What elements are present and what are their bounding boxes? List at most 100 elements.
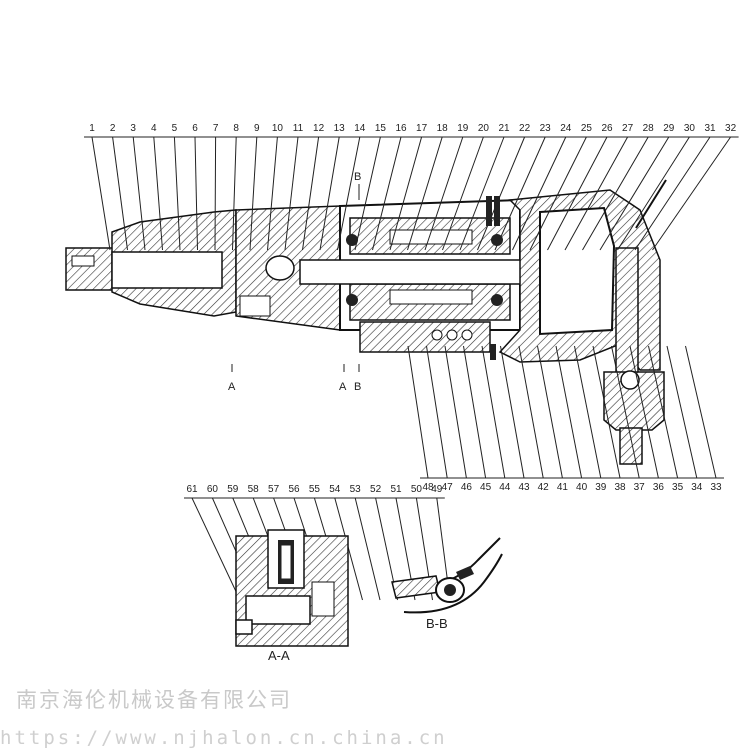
callout-top-leader bbox=[302, 136, 320, 251]
callout-bottom-leader bbox=[500, 345, 525, 479]
callout-bottom-leader bbox=[555, 345, 583, 479]
callout-top-31: 31 bbox=[704, 123, 716, 134]
callout-bottom-43: 43 bbox=[518, 482, 530, 493]
callout-top-leader bbox=[407, 136, 443, 251]
callout-bottom-46: 46 bbox=[461, 482, 473, 493]
callout-top-leader bbox=[354, 136, 381, 251]
callout-bottom-39: 39 bbox=[595, 482, 607, 493]
callout-section-49: 49 bbox=[431, 484, 443, 495]
callout-top-18: 18 bbox=[437, 123, 449, 134]
callout-section-60: 60 bbox=[207, 484, 219, 495]
callout-top-27: 27 bbox=[622, 123, 634, 134]
callout-bottom-leader bbox=[685, 345, 717, 479]
square-drive bbox=[65, 247, 115, 291]
callout-bottom-48: 48 bbox=[422, 482, 434, 493]
callout-section-53: 53 bbox=[350, 484, 362, 495]
callout-bottom-leader bbox=[481, 345, 506, 479]
callout-section-58: 58 bbox=[248, 484, 260, 495]
section-markers: A A B B bbox=[228, 171, 361, 393]
callout-top-leader bbox=[232, 136, 237, 251]
callout-top-leader bbox=[547, 136, 608, 251]
callout-section-leader bbox=[354, 497, 381, 601]
callout-top-leader bbox=[459, 136, 505, 251]
callout-bottom-44: 44 bbox=[499, 482, 511, 493]
tool-body bbox=[65, 179, 667, 465]
callout-bottom-35: 35 bbox=[672, 482, 684, 493]
callout-bottom-leader bbox=[592, 345, 621, 479]
callout-bottom-leader bbox=[518, 345, 544, 479]
section-marker-b-bottom: B bbox=[354, 381, 361, 393]
callout-top-leader bbox=[582, 136, 649, 251]
callout-top-leader bbox=[132, 136, 146, 251]
callout-top-leader bbox=[652, 136, 732, 251]
callout-top-leader bbox=[153, 136, 163, 251]
callout-top-20: 20 bbox=[478, 123, 490, 134]
callout-bottom-leader bbox=[426, 345, 448, 479]
callout-bottom-33: 33 bbox=[710, 482, 722, 493]
callout-section-leader bbox=[191, 497, 241, 601]
callout-top-12: 12 bbox=[313, 123, 325, 134]
callout-bottom-leader bbox=[629, 345, 659, 479]
callout-bottom-leader bbox=[648, 345, 679, 479]
callout-top-leader bbox=[194, 136, 198, 251]
callout-bottom-41: 41 bbox=[557, 482, 569, 493]
section-title-bb: B-B bbox=[426, 616, 448, 631]
section-marker-a2: A bbox=[339, 381, 347, 393]
callout-section-54: 54 bbox=[329, 484, 341, 495]
callout-top-leader bbox=[319, 136, 340, 251]
callout-top-leader bbox=[442, 136, 484, 251]
section-marker-a1: A bbox=[228, 381, 236, 393]
callout-top-21: 21 bbox=[498, 123, 510, 134]
callout-top-30: 30 bbox=[684, 123, 696, 134]
callout-top-leader bbox=[564, 136, 629, 251]
callout-top-10: 10 bbox=[272, 123, 284, 134]
callout-top-7: 7 bbox=[213, 123, 219, 134]
callout-top-19: 19 bbox=[457, 123, 469, 134]
callout-top-leader bbox=[91, 136, 111, 251]
callout-section-56: 56 bbox=[288, 484, 300, 495]
section-aa-view: A-A bbox=[235, 529, 349, 663]
callout-section-51: 51 bbox=[390, 484, 402, 495]
callout-bottom-47: 47 bbox=[442, 482, 454, 493]
callout-top-4: 4 bbox=[151, 123, 157, 134]
callout-bottom-34: 34 bbox=[691, 482, 703, 493]
callout-top-leader bbox=[424, 136, 464, 251]
callout-top-32: 32 bbox=[725, 123, 737, 134]
section-marker-b-top: B bbox=[354, 171, 361, 183]
callout-top-15: 15 bbox=[375, 123, 387, 134]
callout-top-leader bbox=[112, 136, 128, 251]
callout-section-61: 61 bbox=[186, 484, 198, 495]
callout-top-13: 13 bbox=[334, 123, 346, 134]
callout-top-16: 16 bbox=[395, 123, 407, 134]
callout-bottom-42: 42 bbox=[538, 482, 550, 493]
section-title-aa: A-A bbox=[268, 648, 290, 663]
callout-section-57: 57 bbox=[268, 484, 280, 495]
callout-top-25: 25 bbox=[581, 123, 593, 134]
watermark-url: https://www.njhalon.cn.china.cn bbox=[0, 727, 448, 749]
callout-top-26: 26 bbox=[601, 123, 613, 134]
callout-top-leader bbox=[337, 136, 361, 251]
section-bb-view: B-B bbox=[391, 537, 503, 631]
watermark-company: 南京海伦机械设备有限公司 bbox=[16, 688, 292, 712]
callout-top-22: 22 bbox=[519, 123, 531, 134]
callout-top-17: 17 bbox=[416, 123, 428, 134]
callout-bottom-leader bbox=[666, 345, 698, 479]
callout-top-leader bbox=[477, 136, 526, 251]
callout-top-29: 29 bbox=[663, 123, 675, 134]
callout-bottom-37: 37 bbox=[634, 482, 646, 493]
callout-top-28: 28 bbox=[643, 123, 655, 134]
callout-top-leader bbox=[634, 136, 711, 251]
callout-top-1: 1 bbox=[89, 123, 95, 134]
callout-bottom-leader bbox=[574, 345, 602, 479]
callout-top-24: 24 bbox=[560, 123, 572, 134]
callout-top-leader bbox=[267, 136, 278, 251]
callout-top-2: 2 bbox=[110, 123, 116, 134]
callout-top-23: 23 bbox=[540, 123, 552, 134]
callout-top-leader bbox=[529, 136, 587, 251]
callout-top-leader bbox=[249, 136, 258, 251]
callout-top-leader bbox=[512, 136, 567, 251]
callout-top-9: 9 bbox=[254, 123, 260, 134]
callout-top-leader bbox=[617, 136, 690, 251]
